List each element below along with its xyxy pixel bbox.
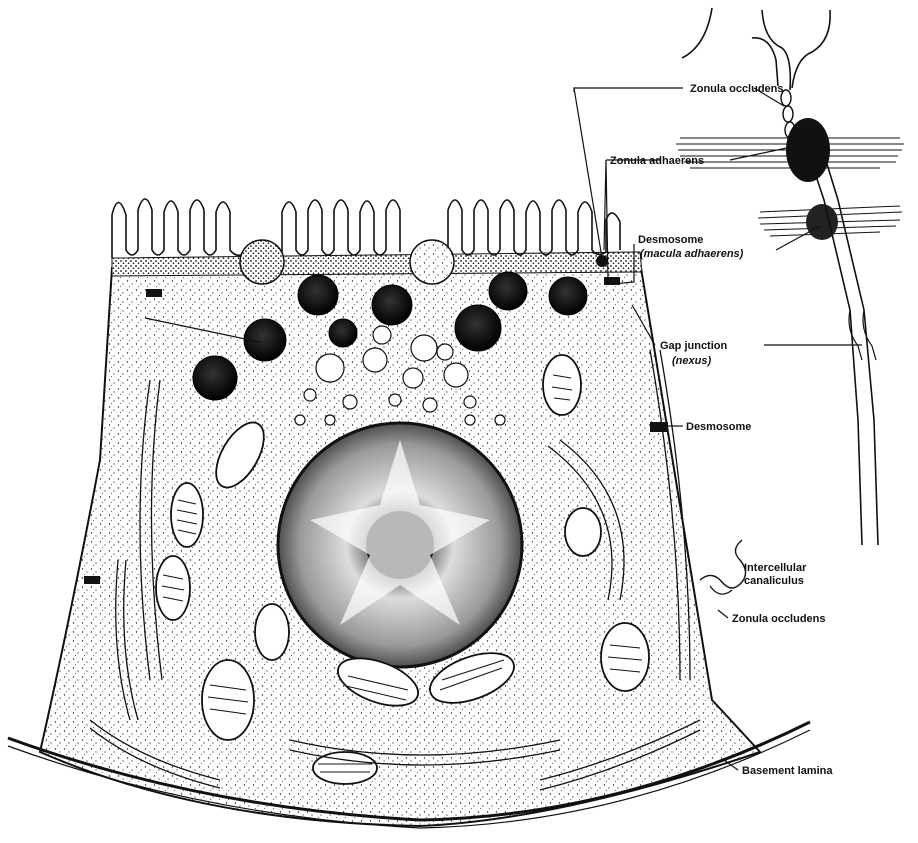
label-intercellular: Intercellular: [744, 562, 807, 574]
label-zonula-adhaerens: Zonula adhaerens: [610, 155, 704, 167]
apical-vesicle: [240, 240, 284, 284]
label-zonula-occludens-top: Zonula occludens: [690, 83, 784, 95]
intercellular-canaliculus: [700, 540, 746, 588]
desmosome-plaque: [806, 204, 838, 240]
label-zonula-occludens-bottom: Zonula occludens: [732, 613, 826, 625]
label-desmosome-top-sub: (macula adhaerens): [640, 248, 744, 260]
microvilli: [112, 199, 620, 258]
apical-vesicle: [410, 240, 454, 284]
terminal-web: [112, 252, 642, 276]
label-desmosome-mid: Desmosome: [686, 421, 751, 433]
label-gap-junction: Gap junction: [660, 340, 728, 352]
label-basement-lamina: Basement lamina: [742, 765, 833, 777]
label-desmosome-top: Desmosome: [638, 234, 703, 246]
label-canaliculus: canaliculus: [744, 575, 804, 587]
label-gap-junction-sub: (nexus): [672, 355, 711, 367]
